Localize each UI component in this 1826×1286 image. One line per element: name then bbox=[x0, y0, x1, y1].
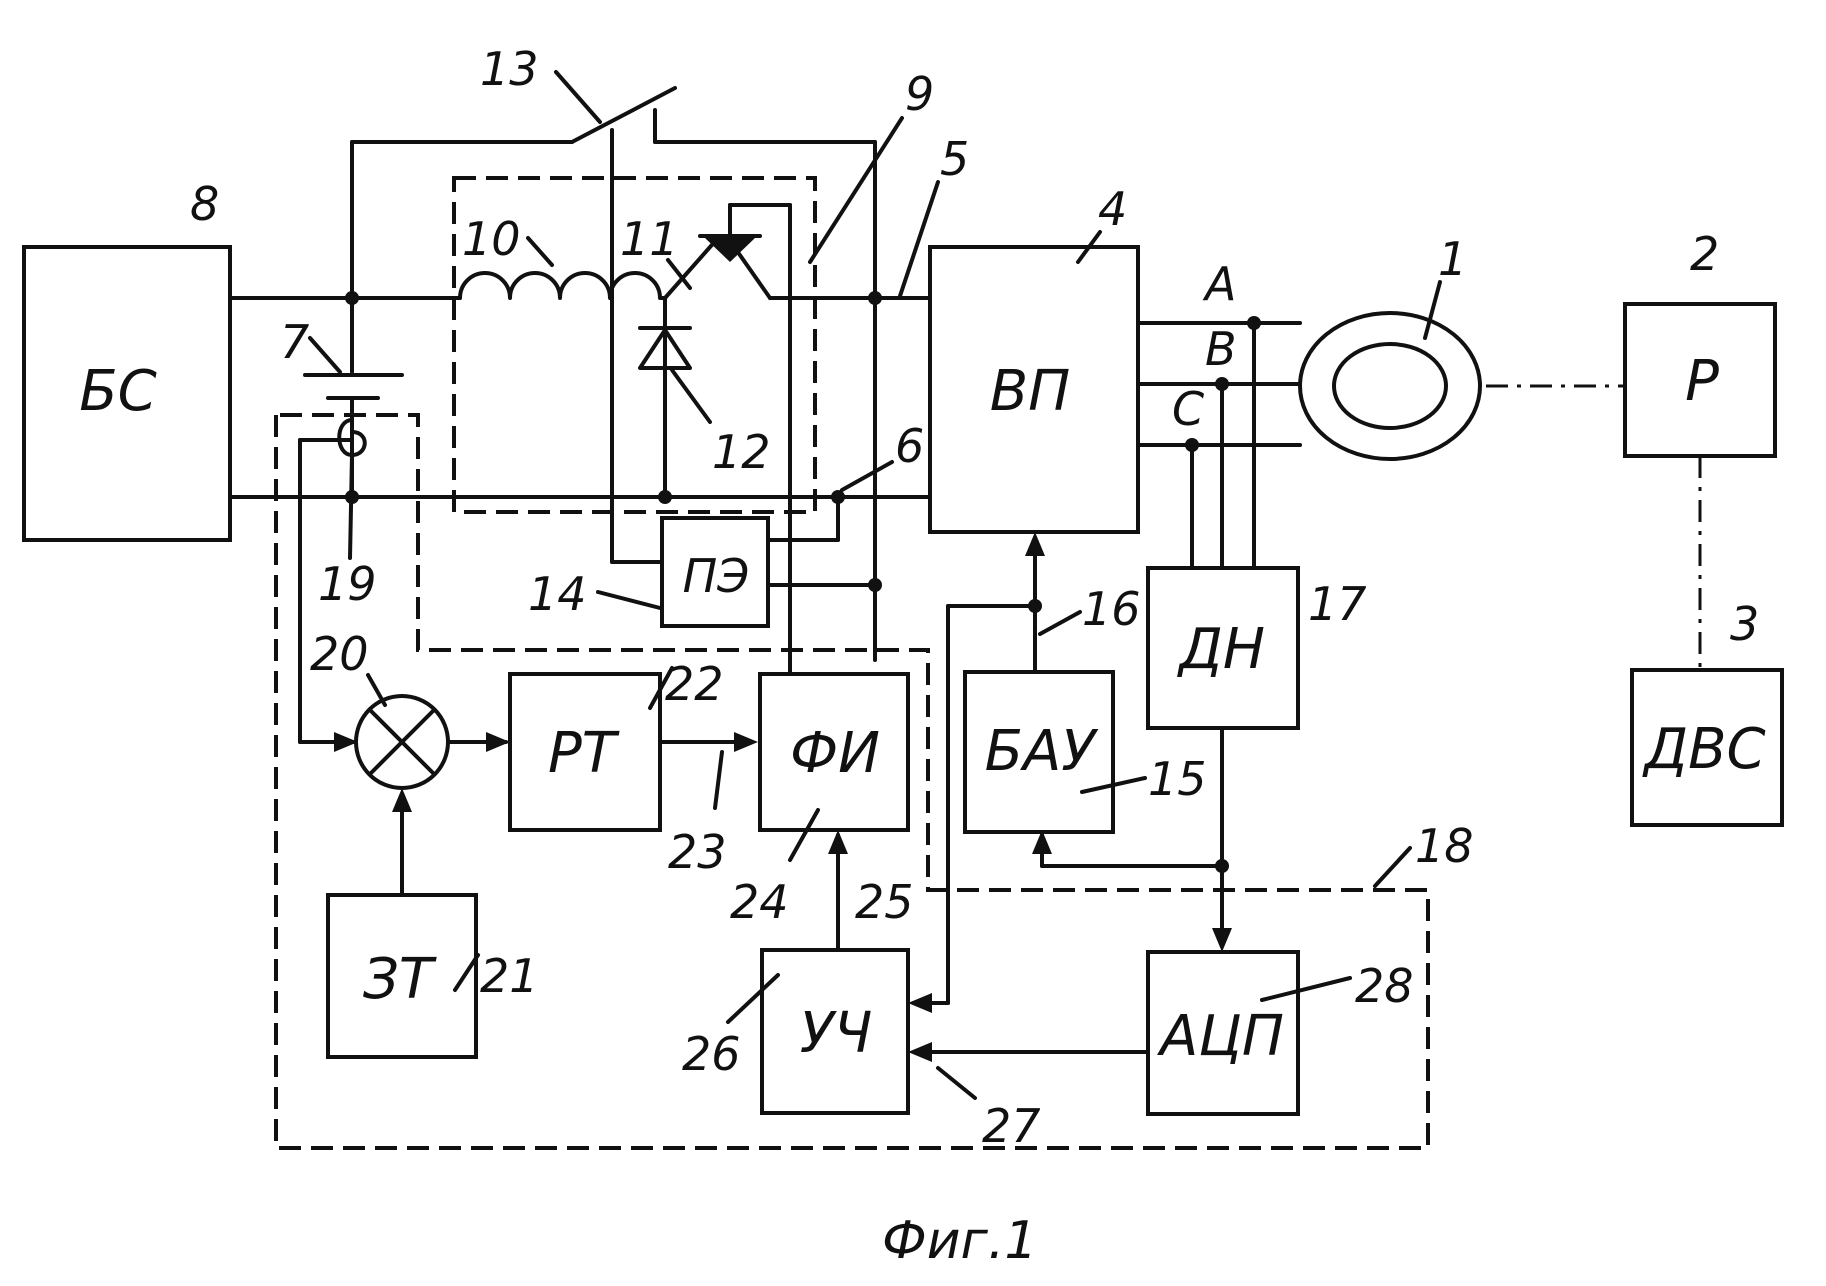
figure-caption: Фиг.1 bbox=[882, 1211, 1038, 1271]
block-acp: АЦП bbox=[1148, 952, 1298, 1114]
svg-text:ВП: ВП bbox=[990, 359, 1071, 424]
svg-text:23: 23 bbox=[668, 825, 727, 879]
svg-text:РТ: РТ bbox=[548, 721, 620, 786]
svg-text:16: 16 bbox=[1082, 582, 1141, 636]
svg-text:ПЭ: ПЭ bbox=[683, 549, 750, 603]
svg-text:15: 15 bbox=[1148, 752, 1207, 806]
svg-text:АЦП: АЦП bbox=[1157, 1004, 1284, 1069]
svg-text:17: 17 bbox=[1308, 577, 1367, 631]
block-dvs: ДВС bbox=[1632, 670, 1782, 825]
svg-text:5: 5 bbox=[940, 132, 969, 186]
switch-13 bbox=[572, 88, 675, 142]
svg-text:28: 28 bbox=[1355, 959, 1414, 1013]
svg-text:14: 14 bbox=[528, 567, 587, 621]
svg-text:6: 6 bbox=[895, 419, 924, 473]
block-bs: БС bbox=[24, 247, 230, 540]
block-fi: ФИ bbox=[760, 674, 908, 830]
svg-text:Р: Р bbox=[1685, 349, 1719, 414]
svg-text:ДВС: ДВС bbox=[1641, 717, 1765, 782]
svg-text:13: 13 bbox=[480, 42, 539, 96]
block-r: Р bbox=[1625, 304, 1775, 456]
block-bau: БАУ bbox=[965, 672, 1113, 832]
svg-text:18: 18 bbox=[1415, 819, 1474, 873]
svg-text:1: 1 bbox=[1438, 232, 1467, 286]
svg-text:21: 21 bbox=[480, 949, 539, 1003]
block-dn: ДН bbox=[1148, 568, 1298, 728]
svg-text:7: 7 bbox=[280, 315, 309, 369]
inductor-icon bbox=[460, 273, 665, 298]
comparator-20 bbox=[356, 696, 448, 788]
svg-text:12: 12 bbox=[712, 425, 771, 479]
svg-text:22: 22 bbox=[665, 657, 724, 711]
svg-text:ФИ: ФИ bbox=[790, 721, 880, 786]
svg-text:11: 11 bbox=[620, 212, 679, 266]
block-zt: ЗТ bbox=[328, 895, 476, 1057]
svg-text:УЧ: УЧ bbox=[800, 1001, 873, 1066]
svg-text:4: 4 bbox=[1098, 182, 1127, 236]
svg-text:8: 8 bbox=[190, 177, 219, 231]
svg-text:19: 19 bbox=[318, 557, 377, 611]
generator-1 bbox=[1300, 313, 1480, 459]
svg-text:БС: БС bbox=[79, 359, 157, 424]
block-pe: ПЭ bbox=[662, 518, 768, 626]
svg-text:20: 20 bbox=[310, 627, 369, 681]
svg-text:26: 26 bbox=[682, 1027, 741, 1081]
phase-a-label: А bbox=[1202, 257, 1236, 311]
block-uch: УЧ bbox=[762, 950, 908, 1113]
svg-text:9: 9 bbox=[905, 67, 934, 121]
block-vp: ВП bbox=[930, 247, 1138, 532]
svg-text:2: 2 bbox=[1690, 227, 1719, 281]
svg-text:БАУ: БАУ bbox=[985, 719, 1100, 784]
svg-text:24: 24 bbox=[730, 875, 789, 929]
block-rt: РТ bbox=[510, 674, 660, 830]
phase-c-label: С bbox=[1172, 382, 1204, 436]
phase-b-label: В bbox=[1205, 322, 1237, 376]
svg-text:ЗТ: ЗТ bbox=[363, 947, 437, 1012]
svg-text:3: 3 bbox=[1730, 597, 1759, 651]
svg-text:ДН: ДН bbox=[1176, 617, 1265, 682]
svg-text:27: 27 bbox=[982, 1099, 1041, 1153]
svg-text:10: 10 bbox=[462, 212, 521, 266]
svg-text:25: 25 bbox=[855, 875, 914, 929]
